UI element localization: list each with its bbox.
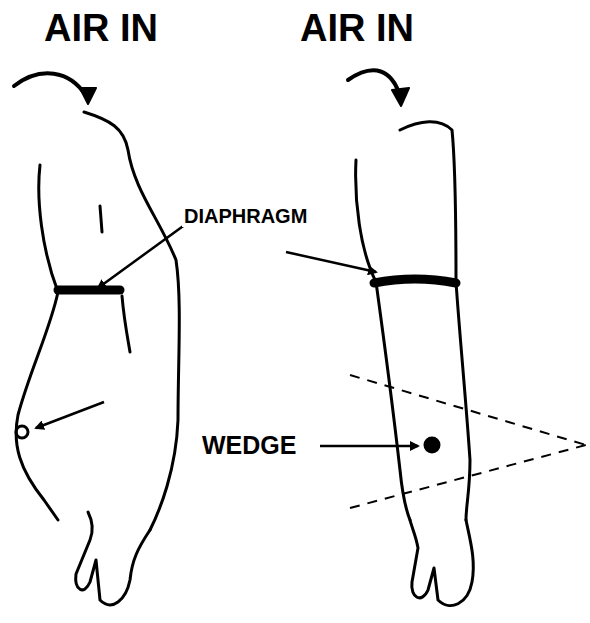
air-in-label: AIR IN xyxy=(42,8,160,48)
air-arrow xyxy=(14,73,86,96)
air-arrowhead xyxy=(80,88,96,104)
bulge-mark xyxy=(16,426,28,438)
air-in-label: AIR IN xyxy=(298,8,416,48)
wedge-lines xyxy=(350,375,586,508)
right-arm xyxy=(356,122,474,606)
left-arm xyxy=(16,112,179,605)
diaphragm-label: DIAPHRAGM xyxy=(182,205,309,227)
air-arrowhead xyxy=(392,88,409,106)
diaphragm-band xyxy=(374,279,456,283)
wedge-dot xyxy=(425,438,439,452)
leader-lines xyxy=(36,224,418,446)
wedge-label: WEDGE xyxy=(200,432,298,459)
diaphragm-band xyxy=(58,286,120,295)
